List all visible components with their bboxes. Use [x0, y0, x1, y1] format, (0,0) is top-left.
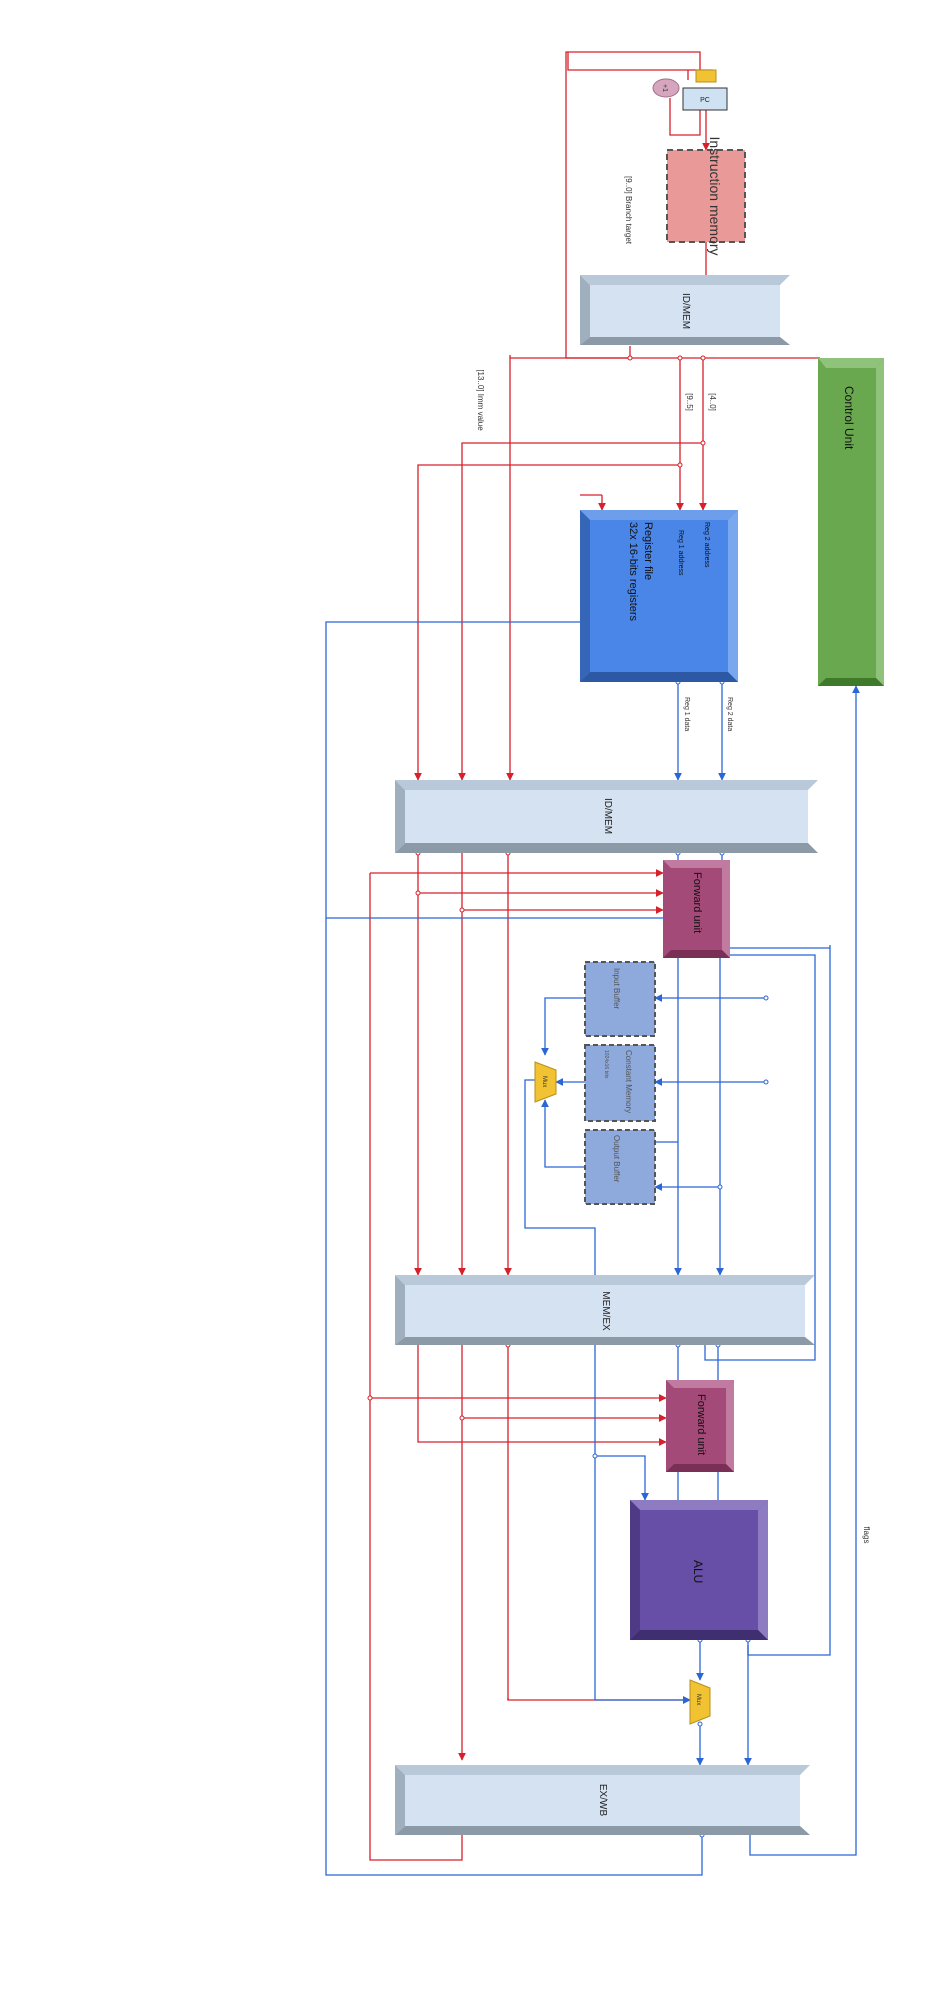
memory-mux: Mux [534, 1061, 557, 1103]
svg-text:ID/MEM: ID/MEM [602, 798, 613, 834]
svg-text:PC: PC [700, 97, 710, 104]
svg-text:+1: +1 [661, 84, 668, 92]
svg-text:Control Unit: Control Unit [842, 386, 856, 450]
mem-ex-pipeline-register: MEM/EX [395, 1275, 815, 1345]
pc-adder: +1 [652, 78, 680, 98]
svg-text:ALU: ALU [691, 1560, 705, 1583]
instruction-memory: Instruction memory [666, 136, 746, 256]
svg-text:Instruction memory: Instruction memory [707, 136, 723, 255]
svg-text:Mux: Mux [695, 1694, 701, 1705]
reg1-data-label: Reg 1 data [683, 697, 690, 731]
alu: ALU [630, 1500, 768, 1640]
reg2-data-label: Reg 2 data [726, 697, 733, 731]
svg-text:Constant Memory: Constant Memory [624, 1050, 633, 1113]
svg-text:1024x16 bits: 1024x16 bits [603, 1050, 609, 1079]
if-id-pipeline-register: ID/MEM [580, 275, 790, 345]
svg-text:Register file: Register file [642, 522, 654, 580]
control-wires [369, 51, 820, 1861]
svg-text:Mux: Mux [541, 1076, 547, 1087]
bits-4-0-label: [4..0] [708, 393, 717, 411]
svg-text:EX/WB: EX/WB [597, 1784, 608, 1817]
forward-unit-1: Forward unit [663, 860, 730, 958]
svg-text:Forward unit: Forward unit [691, 872, 703, 933]
svg-text:Input Buffer: Input Buffer [612, 968, 621, 1010]
constant-memory: Constant Memory 1024x16 bits [584, 1044, 656, 1122]
ex-mux: Mux [689, 1679, 711, 1725]
svg-text:Output Buffer: Output Buffer [612, 1135, 621, 1183]
id-mem-pipeline-register: ID/MEM [395, 780, 818, 853]
output-buffer: Output Buffer [584, 1129, 656, 1205]
control-unit: Control Unit [818, 358, 884, 686]
svg-text:MEM/EX: MEM/EX [600, 1291, 611, 1331]
svg-text:32x 16-bits registers: 32x 16-bits registers [627, 522, 639, 622]
ex-wb-pipeline-register: EX/WB [395, 1765, 810, 1835]
pc-register: PC [682, 87, 728, 111]
svg-text:Forward unit: Forward unit [695, 1394, 707, 1455]
svg-text:Reg 2 address: Reg 2 address [703, 522, 710, 568]
forward-unit-2: Forward unit [666, 1380, 734, 1472]
branch-target-label: [9..0] Branch target [624, 176, 633, 245]
svg-text:ID/MEM: ID/MEM [680, 293, 691, 329]
imm-value-label: [13..0] Imm value [476, 369, 485, 431]
bits-9-5-label: [9..5] [685, 393, 694, 411]
flags-label: flags [862, 1527, 871, 1544]
register-file: Register file 32x 16-bits registers Reg … [580, 510, 738, 682]
svg-text:Reg 1 address: Reg 1 address [677, 530, 684, 576]
input-buffer: Input Buffer [584, 961, 656, 1037]
data-wires [325, 618, 860, 1876]
pc-select-mux [695, 69, 717, 83]
